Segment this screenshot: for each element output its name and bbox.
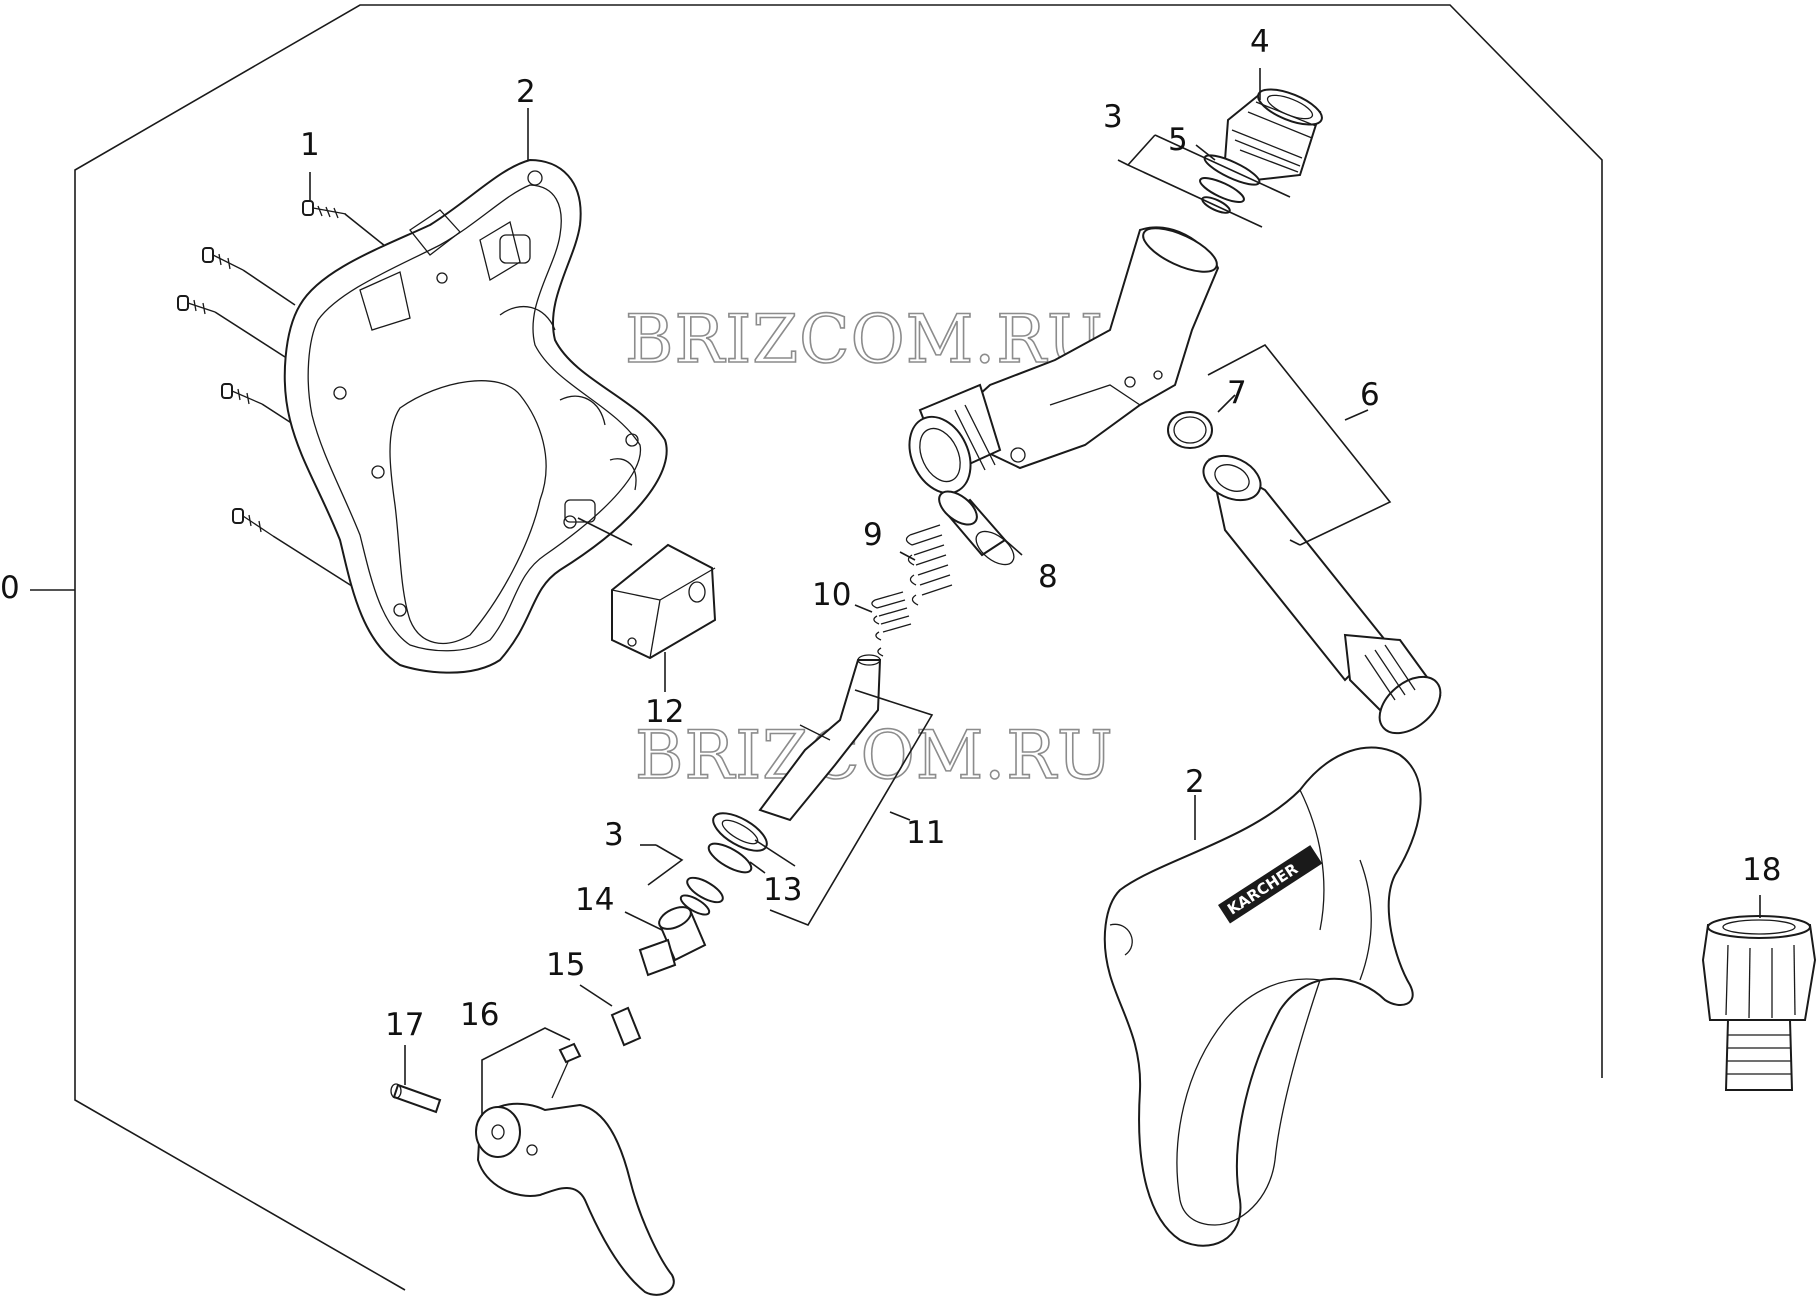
bracket-part-6 <box>1207 343 1392 546</box>
watermark-middle: BRIZCOM.RU <box>635 717 1114 794</box>
label-part-15: 15 <box>546 947 585 983</box>
bracket-seal-kit-3-top <box>1117 134 1291 228</box>
trigger-lever-part-16 <box>475 1042 675 1296</box>
watermark-top: BRIZCOM.RU <box>625 301 1104 378</box>
threaded-fitting-part-4 <box>1223 88 1323 182</box>
adapter-nut-part-18 <box>1701 915 1817 1091</box>
label-part-12: 12 <box>645 694 684 730</box>
pin-part-15 <box>610 1006 642 1047</box>
spring-part-9 <box>905 524 953 606</box>
o-rings-part-3-bottom <box>679 876 724 916</box>
spring-part-10 <box>871 591 912 657</box>
valve-seat-part-14 <box>638 906 707 977</box>
label-part-18: 18 <box>1742 852 1781 888</box>
label-part-2-right: 2 <box>1185 764 1205 800</box>
label-part-3-bottom: 3 <box>604 817 624 853</box>
label-part-4: 4 <box>1250 24 1270 60</box>
valve-pin-part-11 <box>758 654 882 822</box>
bracket-part-11 <box>769 689 934 926</box>
label-part-6: 6 <box>1360 377 1380 413</box>
label-part-17: 17 <box>385 1007 424 1043</box>
label-part-5: 5 <box>1168 122 1188 158</box>
leader-line-spring-10 <box>854 604 873 613</box>
label-part-9: 9 <box>863 517 883 553</box>
leader-line-o-ring-7 <box>1217 394 1236 413</box>
label-part-14: 14 <box>575 882 614 918</box>
label-part-1: 1 <box>300 127 320 163</box>
leader-line-spring-9 <box>899 551 916 561</box>
leader-line-seal-13b <box>749 861 766 874</box>
o-ring-part-7 <box>1167 411 1213 449</box>
valve-body <box>908 226 1220 495</box>
bracket-part-16 <box>481 1027 571 1116</box>
label-part-7: 7 <box>1227 375 1247 411</box>
leader-line-seal-13 <box>754 839 796 867</box>
part-labels: 0 1 2 2 3 3 4 5 6 7 8 9 10 11 12 13 14 1… <box>0 24 1781 1043</box>
label-part-2-left: 2 <box>516 74 536 110</box>
label-part-0: 0 <box>0 570 20 606</box>
label-part-13: 13 <box>763 872 802 908</box>
block-part-12 <box>611 543 717 660</box>
housing-half-right: KARCHER <box>1103 746 1422 1247</box>
pin-part-17 <box>390 1083 442 1114</box>
leader-line-pin-15 <box>579 984 613 1007</box>
leader-line-block-top <box>577 517 633 546</box>
housing-half-left <box>283 158 668 674</box>
seal-part-8 <box>938 490 1015 566</box>
seals-part-13 <box>707 812 768 874</box>
lance-tube-part-6 <box>1202 454 1442 735</box>
label-part-10: 10 <box>812 577 851 613</box>
leader-line-o-ring <box>1195 144 1216 161</box>
label-part-16: 16 <box>460 997 499 1033</box>
leader-line-seal-8 <box>1004 539 1023 556</box>
label-part-11: 11 <box>906 815 945 851</box>
label-part-3-top: 3 <box>1103 99 1123 135</box>
assembly-frame <box>30 4 1603 1291</box>
label-part-8: 8 <box>1038 559 1058 595</box>
bracket-seal-kit-3-bottom <box>640 844 684 886</box>
leader-line-seat-14 <box>624 911 663 931</box>
